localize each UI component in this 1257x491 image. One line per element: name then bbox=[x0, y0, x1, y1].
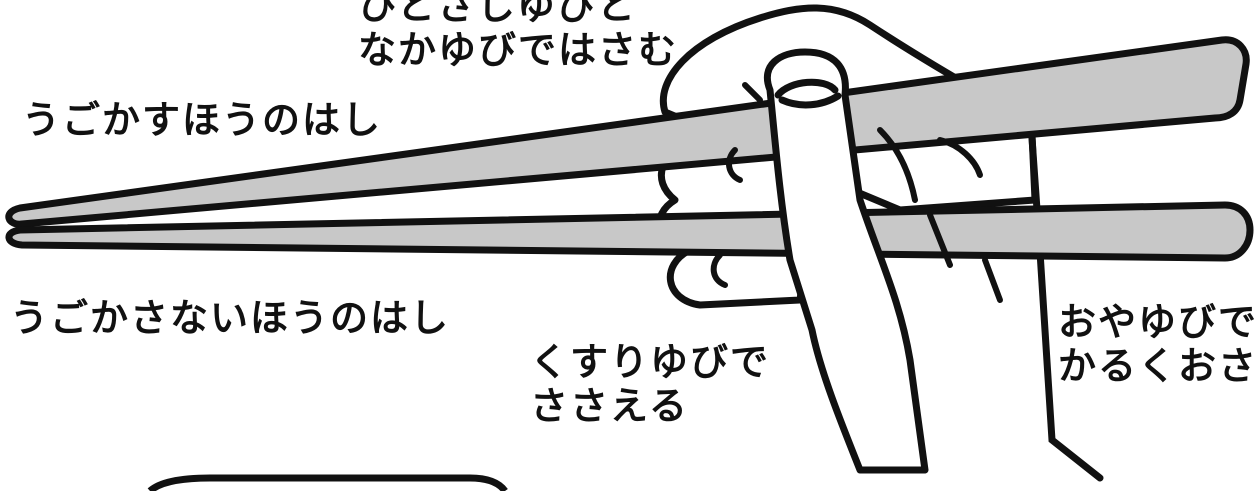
thumb-label: おやゆびで かるくおさえる bbox=[1058, 300, 1257, 388]
index-middle-finger-label: ひとさしゆびと なかゆびではさむ bbox=[358, 0, 679, 72]
fixed-chopstick-label: うごかさないほうのはし bbox=[10, 296, 451, 340]
bubble-outline bbox=[147, 474, 508, 491]
ring-finger-label: くすりゆびで ささえる bbox=[530, 340, 771, 428]
fixed-chopstick bbox=[5, 201, 1254, 262]
hand-front bbox=[764, 48, 929, 474]
wrist-outline bbox=[1026, 106, 1104, 482]
finger-creases bbox=[710, 82, 1003, 303]
moving-chopstick bbox=[5, 36, 1250, 228]
moving-chopstick-label: うごかすほうのはし bbox=[22, 98, 383, 142]
